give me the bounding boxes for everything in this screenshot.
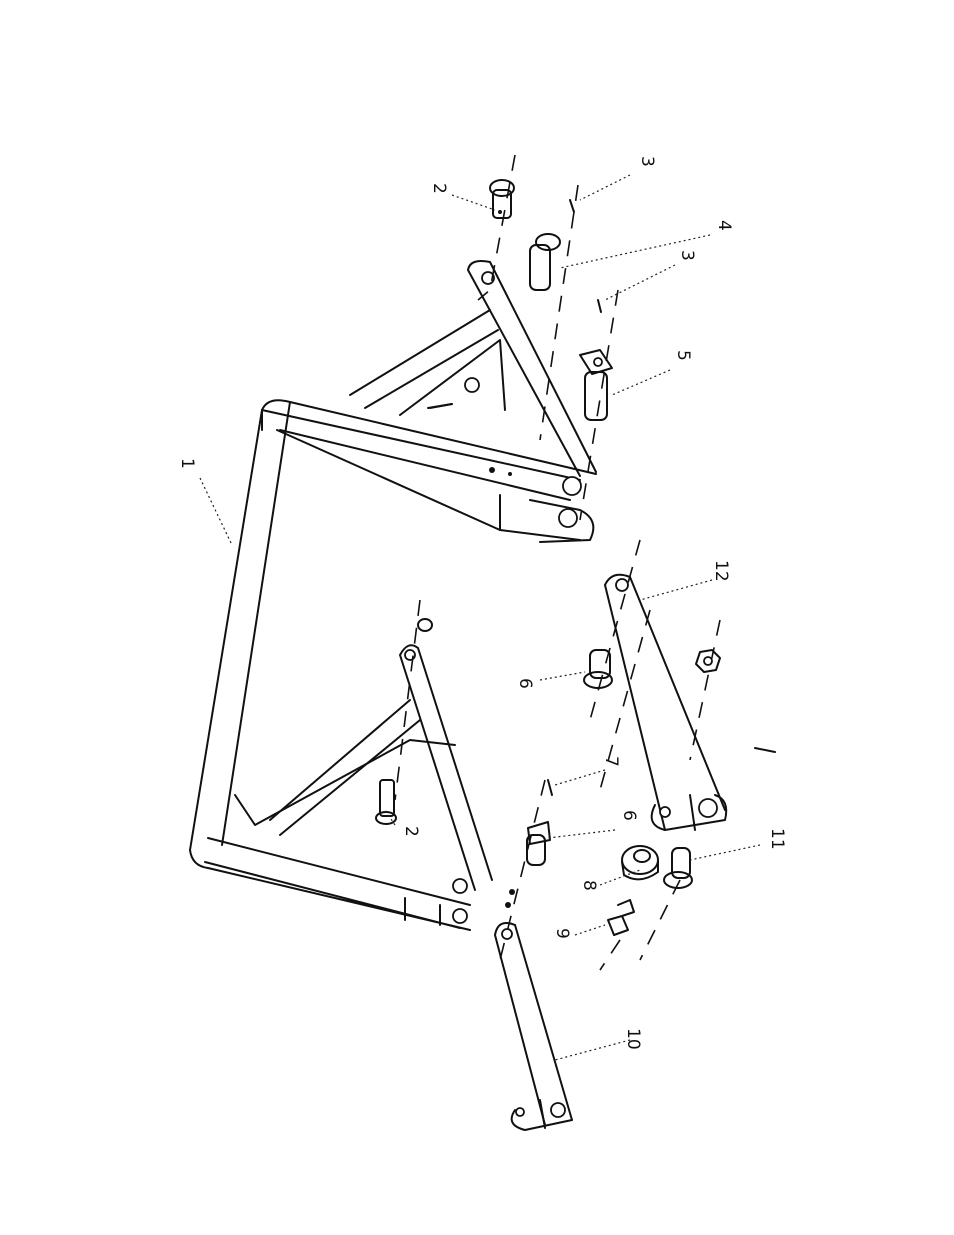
assembly-centerlines	[395, 155, 720, 970]
callout-3-upper: 3	[637, 156, 657, 167]
callout-6-lower: 6	[619, 810, 639, 821]
callout-4: 4	[714, 220, 734, 231]
bolt-part-3-upper	[570, 200, 574, 212]
washer-small	[418, 619, 432, 631]
bushing-part-8	[622, 846, 658, 879]
callout-7: 7	[601, 756, 621, 767]
pin-part-4	[530, 234, 560, 290]
callout-1: 1	[177, 458, 197, 469]
pin-part-2-lower	[376, 780, 396, 824]
callout-2-upper: 2	[429, 183, 449, 194]
callout-numbers: 1 2 2 3 3 4 5 6 6 7 8 9 10 11 12	[177, 156, 787, 1050]
callout-5: 5	[673, 350, 693, 361]
callout-3-lower: 3	[677, 250, 697, 261]
bolt-part-3-lower	[598, 300, 601, 312]
pin-part-5	[580, 350, 612, 420]
callout-12: 12	[711, 560, 731, 582]
callout-leaders	[200, 175, 760, 1060]
callout-6-upper: 6	[515, 678, 535, 689]
grease-fitting-part-9	[608, 900, 634, 935]
callout-11: 11	[767, 828, 787, 850]
pin-part-2-upper	[490, 180, 514, 218]
callout-10: 10	[623, 1028, 643, 1050]
main-frame	[190, 261, 596, 930]
arm-part-12	[605, 575, 726, 830]
nut-hex	[696, 650, 720, 672]
bolt-part-7	[548, 780, 552, 795]
callout-9: 9	[552, 928, 572, 939]
pin-part-6-lower	[527, 822, 550, 865]
callout-2-lower: 2	[401, 826, 421, 837]
arm-part-10	[495, 923, 572, 1130]
pin-part-11	[664, 848, 692, 888]
callout-8: 8	[579, 880, 599, 891]
